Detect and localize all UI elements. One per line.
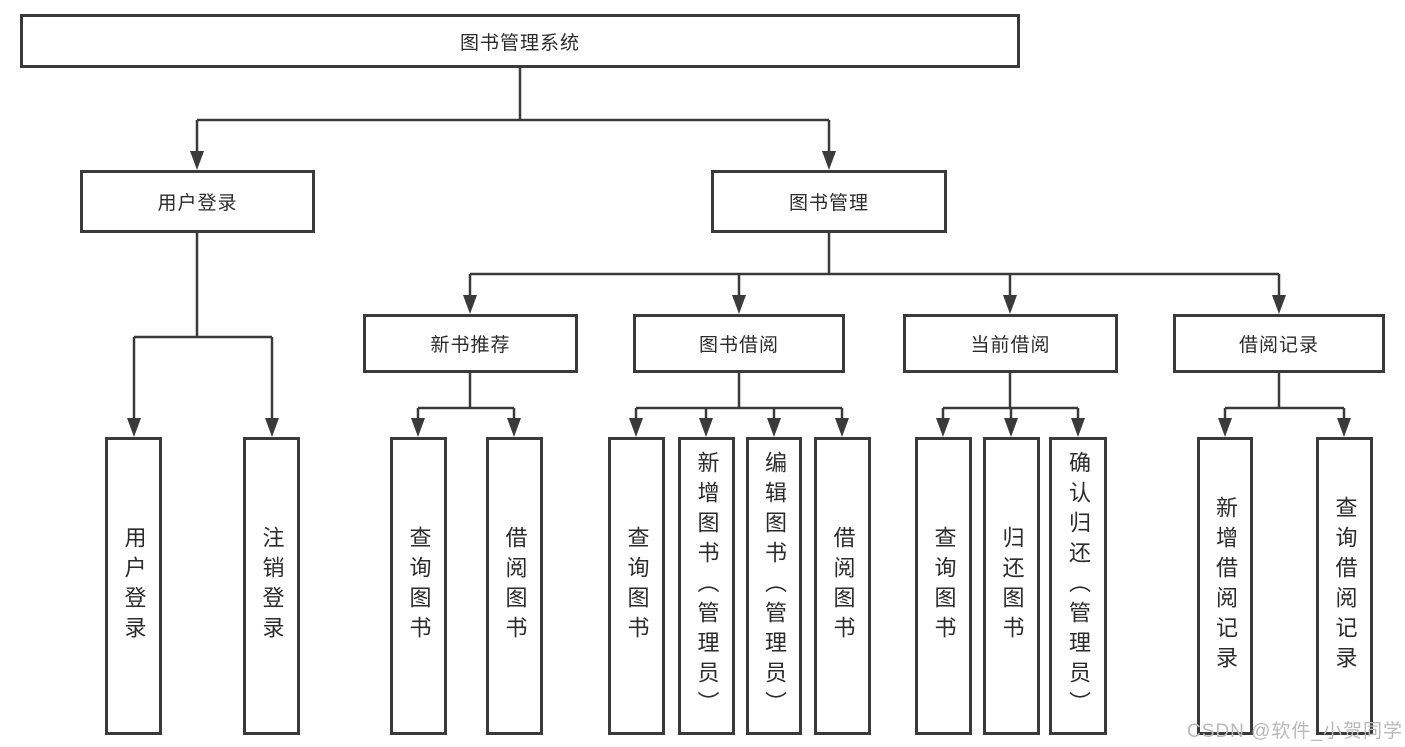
node-label: 查询图书 <box>406 526 432 646</box>
node-label: 查询图书 <box>624 526 650 646</box>
leaf-logout: 注销登录 <box>243 437 300 735</box>
node-label: 借阅图书 <box>502 526 528 646</box>
node-label: 归还图书 <box>999 526 1025 646</box>
leaf-query-borrow-record: 查询借阅记录 <box>1316 437 1373 735</box>
node-label: 图书管理系统 <box>459 32 580 54</box>
leaf-borrow-books-recommend: 借阅图书 <box>486 437 543 735</box>
arrowhead-icons <box>127 151 1351 437</box>
node-label: 新书推荐 <box>430 335 511 356</box>
node-label: 确认归还（管理员） <box>1066 451 1091 721</box>
node-label: 图书管理 <box>788 193 869 214</box>
leaf-query-books-recommend: 查询图书 <box>390 437 447 735</box>
node-label: 图书借阅 <box>698 335 779 356</box>
node-label: 注销登录 <box>259 526 285 646</box>
leaf-confirm-return-admin: 确认归还（管理员） <box>1049 437 1107 735</box>
leaf-edit-books-admin: 编辑图书（管理员） <box>746 437 802 735</box>
node-book-management: 图书管理 <box>711 170 947 233</box>
node-label: 用户登录 <box>121 526 147 646</box>
node-label: 新增图书（管理员） <box>694 451 720 721</box>
node-user-login: 用户登录 <box>80 170 315 233</box>
leaf-query-books-current: 查询图书 <box>915 437 972 735</box>
node-new-book-recommend: 新书推荐 <box>363 314 578 373</box>
node-label: 借阅图书 <box>830 526 856 646</box>
node-label: 用户登录 <box>157 193 238 214</box>
node-label: 借阅记录 <box>1238 335 1319 356</box>
node-library-system: 图书管理系统 <box>20 14 1020 68</box>
node-label: 查询借阅记录 <box>1332 496 1358 676</box>
node-label: 编辑图书（管理员） <box>762 451 787 721</box>
node-current-borrowing: 当前借阅 <box>903 314 1118 373</box>
node-label: 当前借阅 <box>970 335 1051 356</box>
leaf-add-books-admin: 新增图书（管理员） <box>678 437 735 735</box>
leaf-user-login: 用户登录 <box>105 437 162 735</box>
node-label: 新增借阅记录 <box>1213 496 1238 676</box>
leaf-borrow-books: 借阅图书 <box>814 437 871 735</box>
leaf-return-books: 归还图书 <box>983 437 1040 735</box>
node-label: 查询图书 <box>931 526 957 646</box>
leaf-add-borrow-record: 新增借阅记录 <box>1197 437 1253 735</box>
csdn-watermark: CSDN @软件_小贺同学 <box>1187 721 1403 742</box>
leaf-query-books-borrowing: 查询图书 <box>608 437 665 735</box>
node-book-borrowing: 图书借阅 <box>633 314 845 373</box>
node-borrowing-records: 借阅记录 <box>1173 314 1385 373</box>
